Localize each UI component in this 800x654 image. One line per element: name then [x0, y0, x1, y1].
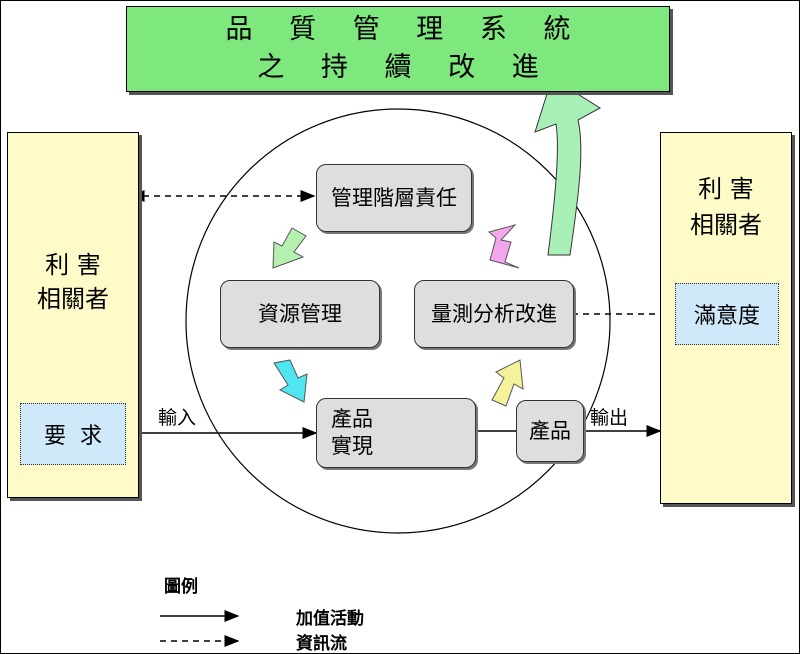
title-line-1: 品 質 管 理 系 統	[225, 14, 585, 45]
product-realization-label-1: 產品	[331, 407, 373, 431]
input-label: 輸入	[158, 407, 197, 429]
legend-information-flow-label: 資訊流	[296, 634, 347, 654]
title-line-2: 之 持 續 改 進	[257, 52, 553, 83]
requirement-label: 要 求	[44, 424, 102, 449]
right-stakeholder-box: 利 害 相關者 滿意度	[660, 132, 792, 504]
legend-value-added-label: 加值活動	[296, 609, 364, 629]
management-responsibility-label: 管理階層責任	[331, 185, 457, 210]
measurement-improvement-box: 量測分析改進	[414, 280, 574, 348]
product-label: 產品	[529, 418, 571, 443]
title-box: 品 質 管 理 系 統 之 持 續 改 進	[126, 6, 670, 92]
cycle-arrow-management-to-resource	[272, 227, 307, 269]
left-stakeholder-box: 利 害 相關者 要 求	[7, 132, 139, 498]
legend-title: 圖例	[164, 577, 198, 597]
cycle-arrow-realization-to-measurement	[491, 359, 524, 407]
product-box: 產品	[516, 400, 584, 462]
improvement-arrow	[534, 77, 601, 256]
measurement-improvement-label: 量測分析改進	[431, 301, 557, 326]
cycle-arrow-measurement-to-management	[487, 224, 520, 269]
cycle-arrow-resource-to-realization	[273, 359, 308, 403]
output-label: 輸出	[590, 407, 629, 429]
satisfaction-label: 滿意度	[693, 304, 760, 329]
left-stakeholder-label-1: 利 害	[45, 251, 101, 279]
resource-management-label: 資源管理	[258, 301, 342, 326]
product-realization-label-2: 實現	[331, 434, 373, 458]
process-cycle-circle	[185, 108, 611, 534]
management-responsibility-box: 管理階層責任	[316, 164, 472, 232]
right-stakeholder-label-2: 相關者	[690, 211, 762, 239]
right-stakeholder-label-1: 利 害	[698, 175, 754, 203]
requirement-box: 要 求	[20, 403, 126, 465]
satisfaction-box: 滿意度	[675, 283, 779, 345]
resource-management-box: 資源管理	[220, 280, 380, 348]
product-realization-box: 產品 實現	[316, 398, 476, 468]
left-stakeholder-label-2: 相關者	[37, 285, 109, 313]
